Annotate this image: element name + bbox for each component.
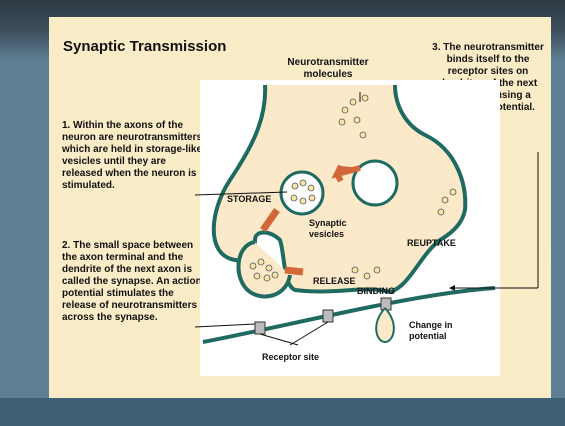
label-vesicles: vesicles (309, 229, 344, 239)
synapse-diagram: STORAGE Synaptic vesicles REUPTAKE RELEA… (195, 80, 545, 380)
label-release: RELEASE (313, 276, 356, 286)
receptor-site-2 (323, 310, 333, 322)
slide-footer-bar (0, 398, 565, 426)
label-receptor-site: Receptor site (262, 352, 319, 362)
note-synapse: 2. The small space between the axon term… (62, 240, 207, 324)
label-change-in: Change in (409, 320, 453, 330)
arrow-release (285, 270, 303, 272)
label-storage: STORAGE (227, 194, 271, 204)
label-reuptake: REUPTAKE (407, 238, 456, 248)
slide-title: Synaptic Transmission (63, 38, 226, 56)
storage-vesicle (281, 172, 323, 214)
label-neurotransmitter-molecules: Neurotransmitter molecules (283, 57, 373, 81)
label-synaptic: Synaptic (309, 218, 347, 228)
label-potential: potential (409, 331, 447, 341)
label-binding: BINDING (357, 286, 395, 296)
note-storage: 1. Within the axons of the neuron are ne… (62, 120, 207, 192)
receptor-site-1 (255, 322, 265, 334)
